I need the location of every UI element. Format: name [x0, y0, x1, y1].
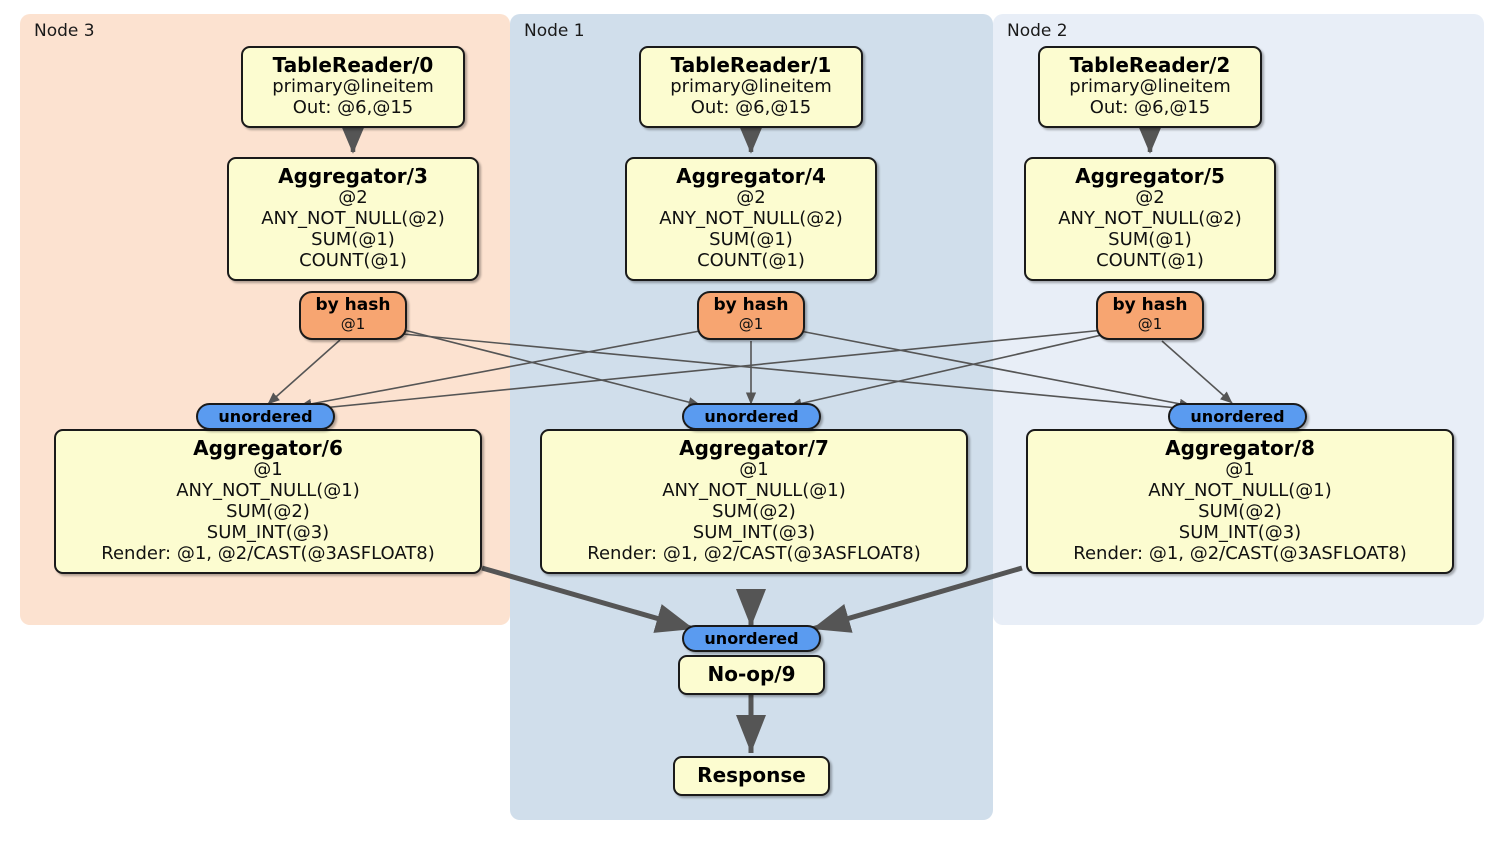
processor-title: TableReader/2	[1069, 53, 1231, 77]
router-stream-label: @1	[738, 314, 764, 333]
processor-box-tablereader-2[interactable]: TableReader/2 primary@lineitem Out: @6,@…	[1038, 46, 1262, 129]
router-stream-label: @1	[1137, 314, 1163, 333]
processor-title: Aggregator/3	[278, 164, 428, 188]
processor-box-aggregator-5[interactable]: Aggregator/5 @2 ANY_NOT_NULL(@2) SUM(@1)…	[1024, 157, 1276, 281]
router-type-label: by hash	[1112, 295, 1188, 315]
processor-title: Response	[697, 763, 806, 787]
processor-detail: @2	[1135, 187, 1165, 209]
processor-detail: @1	[739, 459, 769, 481]
processor-detail: SUM(@2)	[1198, 501, 1282, 523]
processor-detail: COUNT(@1)	[697, 250, 805, 272]
processor-detail: COUNT(@1)	[1096, 250, 1204, 272]
output-router-by-hash-1[interactable]: by hash @1	[697, 291, 805, 340]
processor-box-tablereader-1[interactable]: TableReader/1 primary@lineitem Out: @6,@…	[639, 46, 863, 129]
processor-detail: SUM(@2)	[226, 501, 310, 523]
processor-detail: SUM_INT(@3)	[692, 522, 816, 544]
processor-detail: COUNT(@1)	[299, 250, 407, 272]
processor-detail: @1	[253, 459, 283, 481]
processor-title: Aggregator/7	[679, 436, 829, 460]
processor-render-detail: Render: @1, @2/CAST(@3ASFLOAT8)	[587, 542, 921, 564]
processor-title: No-op/9	[707, 662, 796, 686]
processor-render-detail: Render: @1, @2/CAST(@3ASFLOAT8)	[101, 542, 435, 564]
synchronizer-unordered-2[interactable]: unordered	[1168, 403, 1307, 430]
processor-detail: primary@lineitem	[670, 76, 832, 98]
processor-render-detail: Render: @1, @2/CAST(@3ASFLOAT8)	[1073, 542, 1407, 564]
node-panel-label-node1: Node 1	[524, 21, 585, 41]
processor-box-aggregator-6[interactable]: Aggregator/6 @1 ANY_NOT_NULL(@1) SUM(@2)…	[54, 429, 482, 574]
router-stream-label: @1	[340, 314, 366, 333]
node-panel-label-node3: Node 3	[34, 21, 95, 41]
processor-detail: ANY_NOT_NULL(@2)	[261, 208, 445, 230]
processor-detail: ANY_NOT_NULL(@1)	[1148, 480, 1332, 502]
processor-box-aggregator-7[interactable]: Aggregator/7 @1 ANY_NOT_NULL(@1) SUM(@2)…	[540, 429, 968, 574]
processor-detail: ANY_NOT_NULL(@1)	[176, 480, 360, 502]
router-type-label: by hash	[315, 295, 391, 315]
node-panel-label-node2: Node 2	[1007, 21, 1068, 41]
processor-title: Aggregator/5	[1075, 164, 1225, 188]
output-router-by-hash-0[interactable]: by hash @1	[299, 291, 407, 340]
processor-detail: Out: @6,@15	[1089, 97, 1211, 119]
processor-detail: primary@lineitem	[1069, 76, 1231, 98]
processor-box-noop-9[interactable]: No-op/9	[678, 655, 825, 696]
processor-detail: primary@lineitem	[272, 76, 434, 98]
processor-detail: ANY_NOT_NULL(@2)	[1058, 208, 1242, 230]
processor-box-aggregator-3[interactable]: Aggregator/3 @2 ANY_NOT_NULL(@2) SUM(@1)…	[227, 157, 479, 281]
processor-detail: SUM_INT(@3)	[1178, 522, 1302, 544]
processor-detail: @1	[1225, 459, 1255, 481]
output-router-by-hash-2[interactable]: by hash @1	[1096, 291, 1204, 340]
processor-detail: SUM(@2)	[712, 501, 796, 523]
processor-title: Aggregator/4	[676, 164, 826, 188]
synchronizer-unordered-output[interactable]: unordered	[682, 625, 821, 652]
processor-detail: SUM(@1)	[1108, 229, 1192, 251]
processor-box-aggregator-4[interactable]: Aggregator/4 @2 ANY_NOT_NULL(@2) SUM(@1)…	[625, 157, 877, 281]
processor-box-aggregator-8[interactable]: Aggregator/8 @1 ANY_NOT_NULL(@1) SUM(@2)…	[1026, 429, 1454, 574]
processor-detail: @2	[338, 187, 368, 209]
processor-box-response[interactable]: Response	[673, 756, 830, 797]
processor-title: Aggregator/6	[193, 436, 343, 460]
processor-detail: ANY_NOT_NULL(@2)	[659, 208, 843, 230]
processor-title: TableReader/0	[272, 53, 434, 77]
router-type-label: by hash	[713, 295, 789, 315]
synchronizer-unordered-1[interactable]: unordered	[682, 403, 821, 430]
processor-detail: SUM_INT(@3)	[206, 522, 330, 544]
processor-detail: ANY_NOT_NULL(@1)	[662, 480, 846, 502]
processor-title: Aggregator/8	[1165, 436, 1315, 460]
processor-title: TableReader/1	[670, 53, 832, 77]
processor-box-tablereader-0[interactable]: TableReader/0 primary@lineitem Out: @6,@…	[241, 46, 465, 129]
processor-detail: Out: @6,@15	[690, 97, 812, 119]
synchronizer-unordered-0[interactable]: unordered	[196, 403, 335, 430]
processor-detail: SUM(@1)	[311, 229, 395, 251]
processor-detail: SUM(@1)	[709, 229, 793, 251]
processor-detail: Out: @6,@15	[292, 97, 414, 119]
processor-detail: @2	[736, 187, 766, 209]
